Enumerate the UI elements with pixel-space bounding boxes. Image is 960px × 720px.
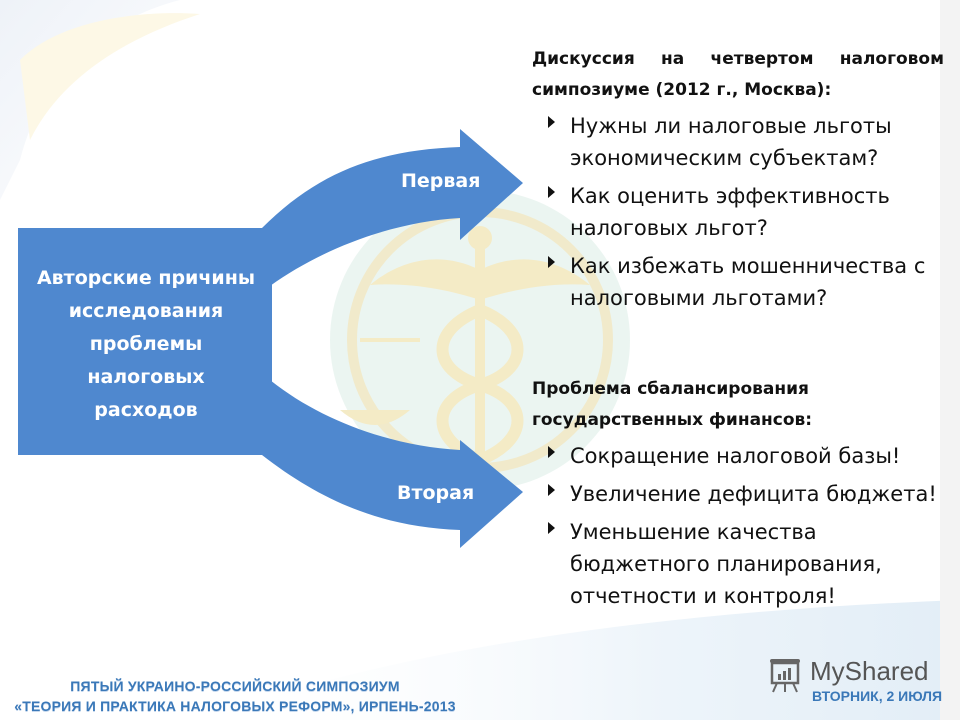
arrow-second-label: Вторая [397,482,475,504]
triangle-right-icon [548,484,555,496]
first-reason-panel: Дискуссия на четвертом налоговом симпози… [532,44,944,320]
event-line-1: ПЯТЫЙ УКРАИНО-РОССИЙСКИЙ СИМПОЗИУМ [70,678,400,694]
presentation-board-icon [770,659,800,693]
brand-name: MyShared [810,656,929,686]
event-footer: ПЯТЫЙ УКРАИНО-РОССИЙСКИЙ СИМПОЗИУМ «ТЕОР… [0,676,470,716]
triangle-right-icon [548,186,555,198]
list-item: Как избежать мошенничества с налоговыми … [532,250,944,314]
source-line-5: расходов [94,399,198,421]
triangle-right-icon [548,256,555,268]
triangle-right-icon [548,116,555,128]
source-line-3: проблемы [89,333,203,355]
list-item: Увеличение дефицита бюджета! [532,478,944,510]
second-reason-heading: Проблема сбалансирования государственных… [532,379,813,430]
bullet-text: Как избежать мошенничества с налоговыми … [570,254,926,310]
event-line-2: «ТЕОРИЯ И ПРАКТИКА НАЛОГОВЫХ РЕФОРМ», ИР… [14,698,456,714]
source-line-1: Авторские причины [36,267,256,289]
triangle-right-icon [548,446,555,458]
bullet-text: Сокращение налоговой базы! [570,444,901,468]
brand-block[interactable]: MyShared ВТОРНИК, 2 ИЮЛЯ [760,652,950,712]
arrow-first [262,129,523,286]
source-line-2: исследования [68,300,224,322]
list-item: Сокращение налоговой базы! [532,440,944,472]
source-box-label: Авторские причины исследования проблемы … [22,262,270,427]
source-line-4: налоговых [87,366,205,388]
triangle-right-icon [548,522,555,534]
source-box [18,228,272,455]
arrow-second [262,380,523,548]
list-item: Как оценить эффективность налоговых льго… [532,180,944,244]
caduceus-emblem-icon [330,190,630,490]
bullet-text: Нужны ли налоговые льготы экономическим … [570,114,892,170]
list-item: Уменьшение качества бюджетного планирова… [532,516,944,612]
bullet-text: Увеличение дефицита бюджета! [570,482,937,506]
date-label: ВТОРНИК, 2 ИЮЛЯ [812,688,943,704]
arrow-first-label: Первая [401,170,481,192]
bullet-text: Уменьшение качества бюджетного планирова… [570,520,882,608]
list-item: Нужны ли налоговые льготы экономическим … [532,110,944,174]
second-reason-list: Сокращение налоговой базы! Увеличение де… [532,440,944,612]
second-reason-panel: Проблема сбалансирования государственных… [532,374,944,618]
first-reason-list: Нужны ли налоговые льготы экономическим … [532,110,944,314]
bullet-text: Как оценить эффективность налоговых льго… [570,184,890,240]
first-reason-heading: Дискуссия на четвертом налоговом симпози… [532,49,944,100]
